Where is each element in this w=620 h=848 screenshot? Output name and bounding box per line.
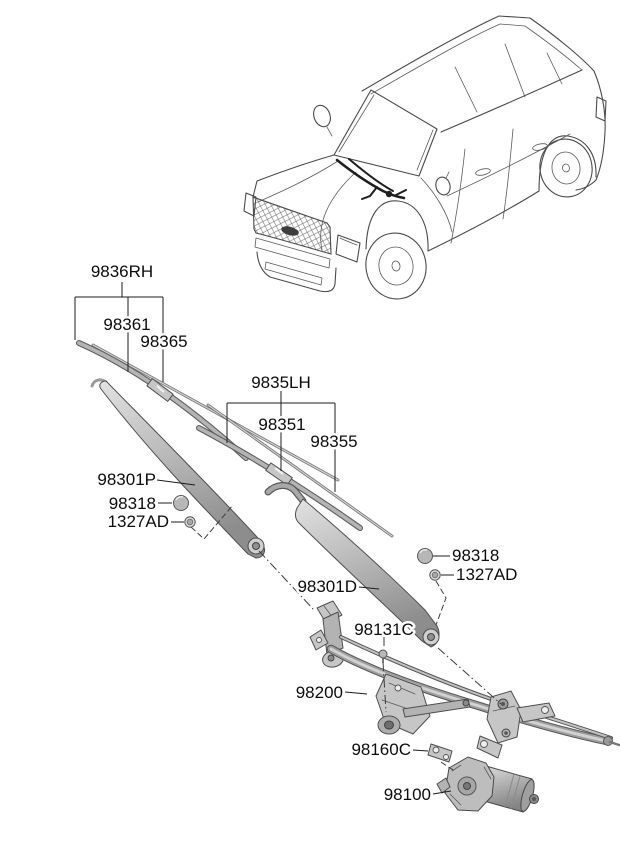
arm-d-body [295, 498, 440, 648]
label-98200: 98200 [296, 683, 343, 702]
pivot-nut-left [184, 516, 196, 528]
blade-strip-rh [92, 344, 339, 481]
grille [252, 196, 332, 255]
label-98355: 98355 [310, 432, 357, 451]
label-98351: 98351 [258, 415, 305, 434]
pivot-cap-left [173, 495, 189, 511]
callout-lines [74, 282, 502, 795]
label-98318-right: 98318 [452, 546, 499, 565]
part-labels: 9836RH 98361 98365 9835LH 98351 98355 98… [88, 260, 520, 807]
vehicle-illustration [243, 15, 607, 300]
label-1327ad-right: 1327AD [456, 565, 517, 584]
headlight-right [335, 234, 361, 263]
rear-wheel [538, 135, 597, 198]
label-98361: 98361 [103, 315, 150, 334]
headlight-left [243, 192, 257, 217]
wiper-linkage-assembly [309, 600, 620, 759]
label-98365: 98365 [140, 332, 187, 351]
blade-lh-connector [265, 462, 293, 486]
arm-p-body [99, 380, 265, 559]
front-wheel [365, 200, 429, 300]
kia-badge [281, 226, 299, 236]
linkage-pivot-right [486, 690, 522, 744]
blade-rh-connector [146, 378, 174, 402]
pivot-cap-right [417, 548, 433, 564]
label-98100: 98100 [384, 785, 431, 804]
label-98301p: 98301P [97, 470, 156, 489]
wiper-blade-lh-assembly [196, 403, 394, 538]
side-mirror-right [435, 171, 451, 196]
label-98160c: 98160C [351, 740, 411, 759]
label-9836rh: 9836RH [91, 262, 153, 281]
label-98131c: 98131C [354, 620, 414, 639]
wiper-arm-driver [264, 482, 440, 648]
label-1327ad-left: 1327AD [108, 512, 169, 531]
label-98301d: 98301D [297, 577, 357, 596]
motor-mount-bracket [427, 743, 453, 763]
blade-strip-lh [207, 404, 393, 537]
side-mirror-left [313, 104, 333, 137]
wiper-arm-passenger [90, 378, 265, 559]
label-9835lh: 9835LH [251, 373, 311, 392]
pivot-bolt [378, 649, 388, 663]
wiper-motor [436, 756, 539, 813]
windshield-wipers-illustration [335, 158, 407, 200]
pivot-nut-right [429, 569, 441, 581]
label-98318-left: 98318 [109, 494, 156, 513]
wiper-blade-rh-assembly [76, 340, 340, 482]
